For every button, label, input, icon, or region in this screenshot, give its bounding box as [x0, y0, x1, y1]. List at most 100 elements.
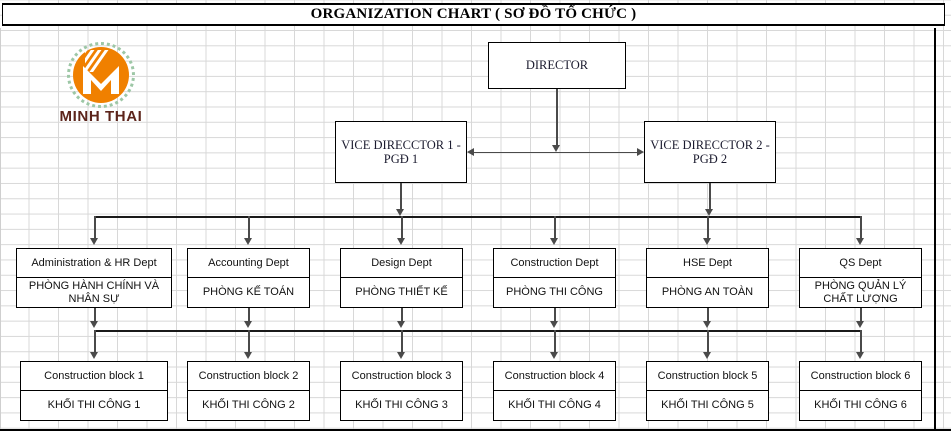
connector-dept-2-arrowhead-icon: [244, 238, 252, 245]
connector-dept5-to-bus: [707, 308, 709, 323]
logo-mark-icon: [67, 42, 135, 108]
node-design-dept-en: Design Dept: [341, 249, 462, 278]
connector-block-1-arrowhead-icon: [90, 352, 98, 359]
node-construction-block-1[interactable]: Construction block 1 KHỐI THI CÔNG 1: [20, 361, 168, 421]
connector-block-6-arrowhead-icon: [856, 352, 864, 359]
connector-director-down: [556, 89, 558, 146]
frame-left-rule: [0, 28, 1, 431]
node-hse-dept-en: HSE Dept: [647, 249, 768, 278]
connector-dept-4-down: [554, 216, 556, 240]
node-construction-block-5-en: Construction block 5: [647, 362, 768, 391]
node-design-dept-vi: PHÒNG THIẾT KẾ: [355, 286, 448, 299]
connector-dept-3-arrowhead-icon: [397, 238, 405, 245]
connector-vp2-arrowhead-icon: [705, 209, 713, 216]
node-construction-block-1-en: Construction block 1: [21, 362, 167, 391]
connector-dept-5-arrowhead-icon: [703, 238, 711, 245]
logo-wordmark: MINH THAI: [59, 108, 143, 125]
connector-dept6-to-bus: [860, 308, 862, 323]
node-qs-dept-en: QS Dept: [800, 249, 921, 278]
node-construction-block-2[interactable]: Construction block 2 KHỐI THI CÔNG 2: [187, 361, 310, 421]
connector-vp2-down: [709, 183, 711, 210]
connector-dept-4-arrowhead-icon: [550, 238, 558, 245]
node-accounting-dept-en: Accounting Dept: [188, 249, 309, 278]
node-construction-block-5-vi: KHỐI THI CÔNG 5: [661, 399, 754, 412]
connector-dept-6-down: [860, 216, 862, 240]
chart-title-band: ORGANIZATION CHART ( SƠ ĐỒ TỔ CHỨC ): [2, 3, 945, 26]
node-vice-director-1[interactable]: VICE DIRECCTOR 1 - PGĐ 1: [335, 121, 467, 183]
connector-dept5-to-bus-arrowhead-icon: [703, 321, 711, 328]
node-qs-dept[interactable]: QS Dept PHÒNG QUẢN LÝ CHẤT LƯỢNG: [799, 248, 922, 308]
connector-dept6-to-bus-arrowhead-icon: [856, 321, 864, 328]
connector-dept-6-arrowhead-icon: [856, 238, 864, 245]
connector-dept3-to-bus-arrowhead-icon: [397, 321, 405, 328]
connector-dept4-to-bus-arrowhead-icon: [550, 321, 558, 328]
logo-stripes-icon: [85, 50, 119, 72]
connector-vp-arrowhead-right-icon: [637, 148, 644, 156]
node-accounting-dept[interactable]: Accounting Dept PHÒNG KẾ TOÁN: [187, 248, 310, 308]
node-admin-hr-dept-en: Administration & HR Dept: [17, 249, 171, 278]
company-logo: MINH THAI: [47, 42, 155, 134]
node-admin-hr-dept[interactable]: Administration & HR Dept PHÒNG HÀNH CHÍN…: [16, 248, 172, 308]
node-construction-block-2-vi: KHỐI THI CÔNG 2: [202, 399, 295, 412]
node-director[interactable]: DIRECTOR: [488, 42, 626, 89]
node-construction-block-6-en: Construction block 6: [800, 362, 921, 391]
node-hse-dept[interactable]: HSE Dept PHÒNG AN TOÀN: [646, 248, 769, 308]
connector-dept1-to-bus: [94, 308, 96, 323]
node-construction-block-3-vi: KHỐI THI CÔNG 3: [355, 399, 448, 412]
connector-dept4-to-bus: [554, 308, 556, 323]
node-vice-director-2-line1: VICE DIRECCTOR 2 -: [650, 137, 770, 152]
connector-dept2-to-bus: [248, 308, 250, 323]
connector-vp1-down: [400, 183, 402, 210]
connector-vp-arrowhead-left-icon: [467, 148, 474, 156]
node-design-dept[interactable]: Design Dept PHÒNG THIẾT KẾ: [340, 248, 463, 308]
node-construction-block-1-vi: KHỐI THI CÔNG 1: [47, 399, 141, 412]
node-construction-block-2-en: Construction block 2: [188, 362, 309, 391]
node-qs-dept-vi: PHÒNG QUẢN LÝ CHẤT LƯỢNG: [814, 279, 907, 305]
node-admin-hr-dept-vi: PHÒNG HÀNH CHÍNH VÀ NHÂN SỰ: [28, 279, 160, 305]
node-construction-block-3[interactable]: Construction block 3 KHỐI THI CÔNG 3: [340, 361, 463, 421]
connector-dept-3-down: [401, 216, 403, 240]
page-title: ORGANIZATION CHART ( SƠ ĐỒ TỔ CHỨC ): [310, 6, 637, 22]
frame-bottom-rule: [0, 429, 951, 431]
connector-dept1-to-bus-arrowhead-icon: [90, 321, 98, 328]
node-hse-dept-vi: PHÒNG AN TOÀN: [661, 286, 754, 299]
connector-vp-link: [474, 151, 638, 153]
connector-block-3-down: [401, 330, 403, 354]
connector-director-arrowhead-icon: [552, 145, 560, 152]
connector-dept-5-down: [707, 216, 709, 240]
connector-dept-2-down: [248, 216, 250, 240]
node-construction-block-4-vi: KHỐI THI CÔNG 4: [508, 399, 601, 412]
logo-m-monogram-icon: [83, 66, 119, 94]
connector-block-3-arrowhead-icon: [397, 352, 405, 359]
connector-department-bus: [94, 216, 861, 218]
node-construction-block-4-en: Construction block 4: [494, 362, 615, 391]
connector-block-bus: [94, 330, 861, 332]
connector-block-4-down: [554, 330, 556, 354]
node-vice-director-1-line1: VICE DIRECCTOR 1 -: [341, 137, 461, 152]
node-construction-dept-en: Construction Dept: [494, 249, 615, 278]
connector-block-6-down: [860, 330, 862, 354]
connector-block-1-down: [94, 330, 96, 354]
connector-dept2-to-bus-arrowhead-icon: [244, 321, 252, 328]
node-vice-director-2-line2: PGĐ 2: [692, 152, 728, 166]
node-construction-block-5[interactable]: Construction block 5 KHỐI THI CÔNG 5: [646, 361, 769, 421]
node-construction-block-4[interactable]: Construction block 4 KHỐI THI CÔNG 4: [493, 361, 616, 421]
node-construction-block-6[interactable]: Construction block 6 KHỐI THI CÔNG 6: [799, 361, 922, 421]
connector-dept-1-down: [94, 216, 96, 240]
connector-block-2-down: [248, 330, 250, 354]
connector-block-2-arrowhead-icon: [244, 352, 252, 359]
connector-dept-1-arrowhead-icon: [90, 238, 98, 245]
node-accounting-dept-vi: PHÒNG KẾ TOÁN: [202, 286, 295, 299]
node-construction-dept[interactable]: Construction Dept PHÒNG THI CÔNG: [493, 248, 616, 308]
frame-right-rule: [934, 28, 936, 431]
connector-block-5-down: [707, 330, 709, 354]
node-construction-dept-vi: PHÒNG THI CÔNG: [506, 286, 603, 299]
node-vice-director-2[interactable]: VICE DIRECCTOR 2 - PGĐ 2: [644, 121, 776, 183]
node-construction-block-3-en: Construction block 3: [341, 362, 462, 391]
connector-vp1-arrowhead-icon: [396, 209, 404, 216]
connector-dept3-to-bus: [401, 308, 403, 323]
node-vice-director-1-line2: PGĐ 1: [383, 152, 419, 166]
node-construction-block-6-vi: KHỐI THI CÔNG 6: [814, 399, 907, 412]
connector-block-4-arrowhead-icon: [550, 352, 558, 359]
